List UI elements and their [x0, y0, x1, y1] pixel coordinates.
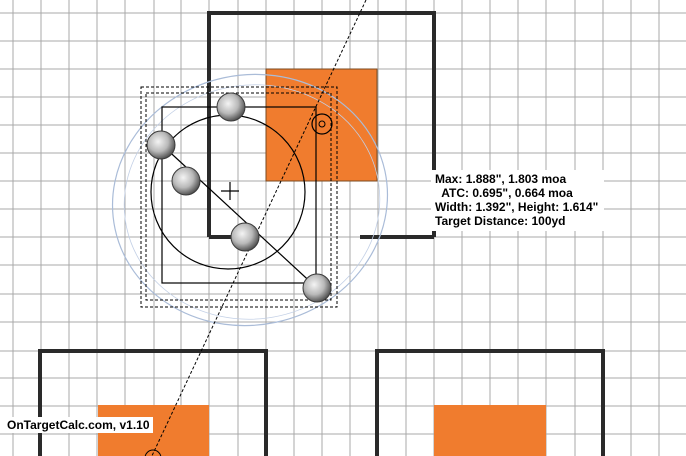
max-spread-row: Max: 1.888", 1.803 moa — [435, 172, 598, 186]
version-label: OnTargetCalc.com, v1.10 — [4, 417, 153, 433]
shot-hole-4[interactable] — [230, 222, 260, 252]
target-bottom-left — [38, 349, 268, 456]
shot-hole-2[interactable] — [146, 130, 176, 160]
aim-line — [151, 0, 367, 456]
shot-hole-5[interactable] — [302, 273, 332, 303]
group-center-crosshair — [221, 182, 239, 200]
shot-holes — [146, 92, 332, 303]
distance-row: Target Distance: 100yd — [435, 214, 566, 228]
shot-hole-3[interactable] — [171, 166, 201, 196]
pencil-circle-mark — [111, 73, 389, 327]
target-bottom-right — [375, 349, 605, 456]
target-top-center — [265, 68, 378, 182]
aim-point-bottom — [144, 449, 162, 456]
point-of-aim-marker — [311, 113, 333, 135]
group-bounds-dashed — [140, 86, 338, 308]
shot-hole-1[interactable] — [216, 92, 246, 122]
target-bottom-left-border — [38, 349, 268, 456]
atc-row: ATC: 0.695", 0.664 moa — [435, 186, 598, 200]
target-bottom-right-center — [434, 405, 546, 456]
pencil-circle-mark-2 — [123, 84, 381, 320]
target-bottom-right-border — [375, 349, 605, 456]
max-label: Max: — [435, 172, 463, 186]
atc-label: ATC: — [441, 186, 470, 200]
size-row: Width: 1.392", Height: 1.614" — [435, 200, 599, 214]
group-bounds-dashed-inner — [145, 92, 332, 301]
atc-value: 0.695", 0.664 moa — [472, 186, 573, 200]
max-value: 1.888", 1.803 moa — [465, 172, 567, 186]
group-stats-panel: Max: 1.888", 1.803 moa ATC: 0.695", 0.66… — [431, 170, 605, 231]
target-top-border — [207, 11, 436, 237]
